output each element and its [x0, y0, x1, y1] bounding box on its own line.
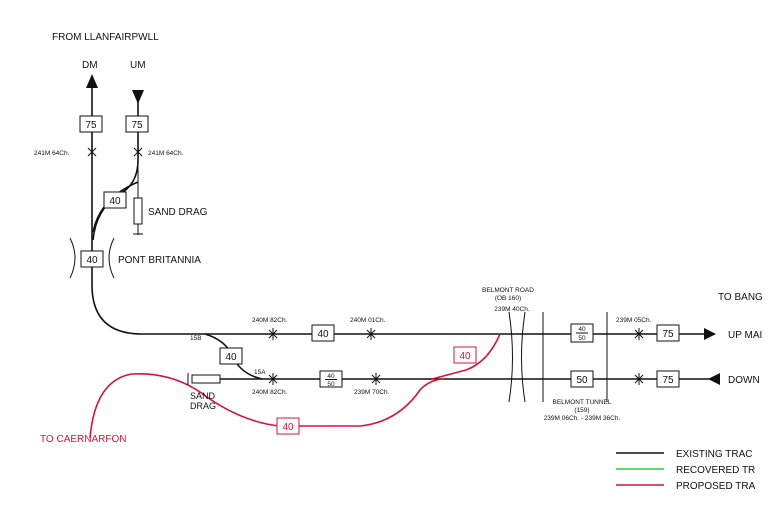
sand-drag-lower-icon [191, 374, 221, 384]
sand-drag-lower-label-2: DRAG [190, 401, 216, 411]
pont-britannia-label: PONT BRITANNIA [118, 255, 201, 266]
to-caernarfon-label: TO CAERNARFON [40, 434, 127, 445]
mileage-241-64-right: 241M 64Ch. [148, 150, 184, 157]
belmont-tunnel-mileage: 239M 06Ch. - 239M 36Ch. [544, 415, 621, 422]
legend-existing-label: EXISTING TRAC [676, 449, 753, 460]
point-15a-label: 15A [254, 369, 266, 376]
speed-down-tunnel: 50 [576, 375, 588, 386]
speed-box-um [125, 115, 149, 133]
pont-bridge-right [108, 237, 115, 279]
legend-recovered-label: RECOVERED TR [676, 465, 755, 476]
speed-up-tunnel-bottom: 50 [578, 335, 586, 342]
belmont-road-bridge-left [508, 311, 513, 403]
um-arrow-down-icon [132, 90, 144, 104]
down-main-label: DOWN [728, 375, 760, 386]
speed-box-pont [80, 250, 104, 268]
speed-box-red-lower [276, 417, 300, 435]
speed-box-crossover [219, 347, 243, 365]
mileage-post-icon [87, 146, 644, 385]
speed-box-junction [103, 191, 127, 209]
belmont-road-bridge-right [521, 311, 526, 403]
speed-junction: 40 [109, 196, 121, 207]
dm-track [91, 80, 715, 335]
speed-red-lower: 40 [282, 422, 294, 433]
from-llanfairpwll-label: FROM LLANFAIRPWLL [52, 32, 159, 43]
speed-down-75: 75 [662, 375, 674, 386]
dm-arrow-up-icon [86, 74, 98, 88]
belmont-road-mileage: 239M 40Ch. [494, 306, 530, 313]
speed-crossover: 40 [225, 352, 237, 363]
speed-box-red-upper [453, 346, 477, 364]
dm-label: DM [82, 60, 98, 71]
down-main-arrow-icon [708, 373, 720, 385]
speed-box-up-75 [656, 324, 680, 342]
up-main-arrow-icon [704, 328, 716, 340]
speed-pont: 40 [86, 255, 98, 266]
up-main-label: UP MAI [728, 330, 762, 341]
mileage-241-64-left: 241M 64Ch. [34, 150, 70, 157]
point-15b-label: 15B [190, 335, 202, 342]
speed-down-40-bottom: 50 [327, 381, 335, 388]
belmont-road-ob-label: (OB 160) [495, 295, 521, 302]
belmont-road-label: BELMONT ROAD [482, 287, 534, 294]
speed-up-tunnel-top: 40 [578, 326, 586, 333]
speed-um-top: 75 [131, 120, 143, 131]
to-bangor-label: TO BANG [718, 292, 763, 303]
mileage-240-82-down: 240M 82Ch. [252, 389, 288, 396]
speed-down-40-top: 40 [327, 373, 335, 380]
proposed-caernarfon-track [89, 373, 446, 439]
speed-box-up-40 [311, 324, 335, 342]
legend: EXISTING TRAC RECOVERED TR PROPOSED TRA [616, 449, 756, 492]
sand-drag-upper-icon [133, 197, 143, 225]
pont-bridge-left [69, 237, 76, 279]
speed-up-75: 75 [662, 329, 674, 340]
mileage-239-70: 239M 70Ch. [354, 389, 390, 396]
speed-red-upper: 40 [459, 351, 471, 362]
belmont-tunnel-number: (159) [574, 407, 589, 414]
speed-box-down-75 [656, 370, 680, 388]
legend-proposed-label: PROPOSED TRA [676, 481, 756, 492]
belmont-tunnel-label: BELMONT TUNNEL [553, 399, 612, 406]
mileage-240-82-up: 240M 82Ch. [252, 317, 288, 324]
speed-up-40: 40 [317, 329, 329, 340]
speed-dm-top: 75 [85, 120, 97, 131]
mileage-239-05: 239M 05Ch. [616, 317, 652, 324]
sand-drag-upper-label: SAND DRAG [148, 207, 208, 218]
sand-drag-lower-label-1: SAND [190, 391, 216, 401]
proposed-link-track [431, 333, 501, 380]
um-label: UM [130, 60, 146, 71]
speed-box-down-tunnel [570, 370, 594, 388]
speed-box-dm [79, 115, 103, 133]
mileage-240-01: 240M 01Ch. [350, 317, 386, 324]
